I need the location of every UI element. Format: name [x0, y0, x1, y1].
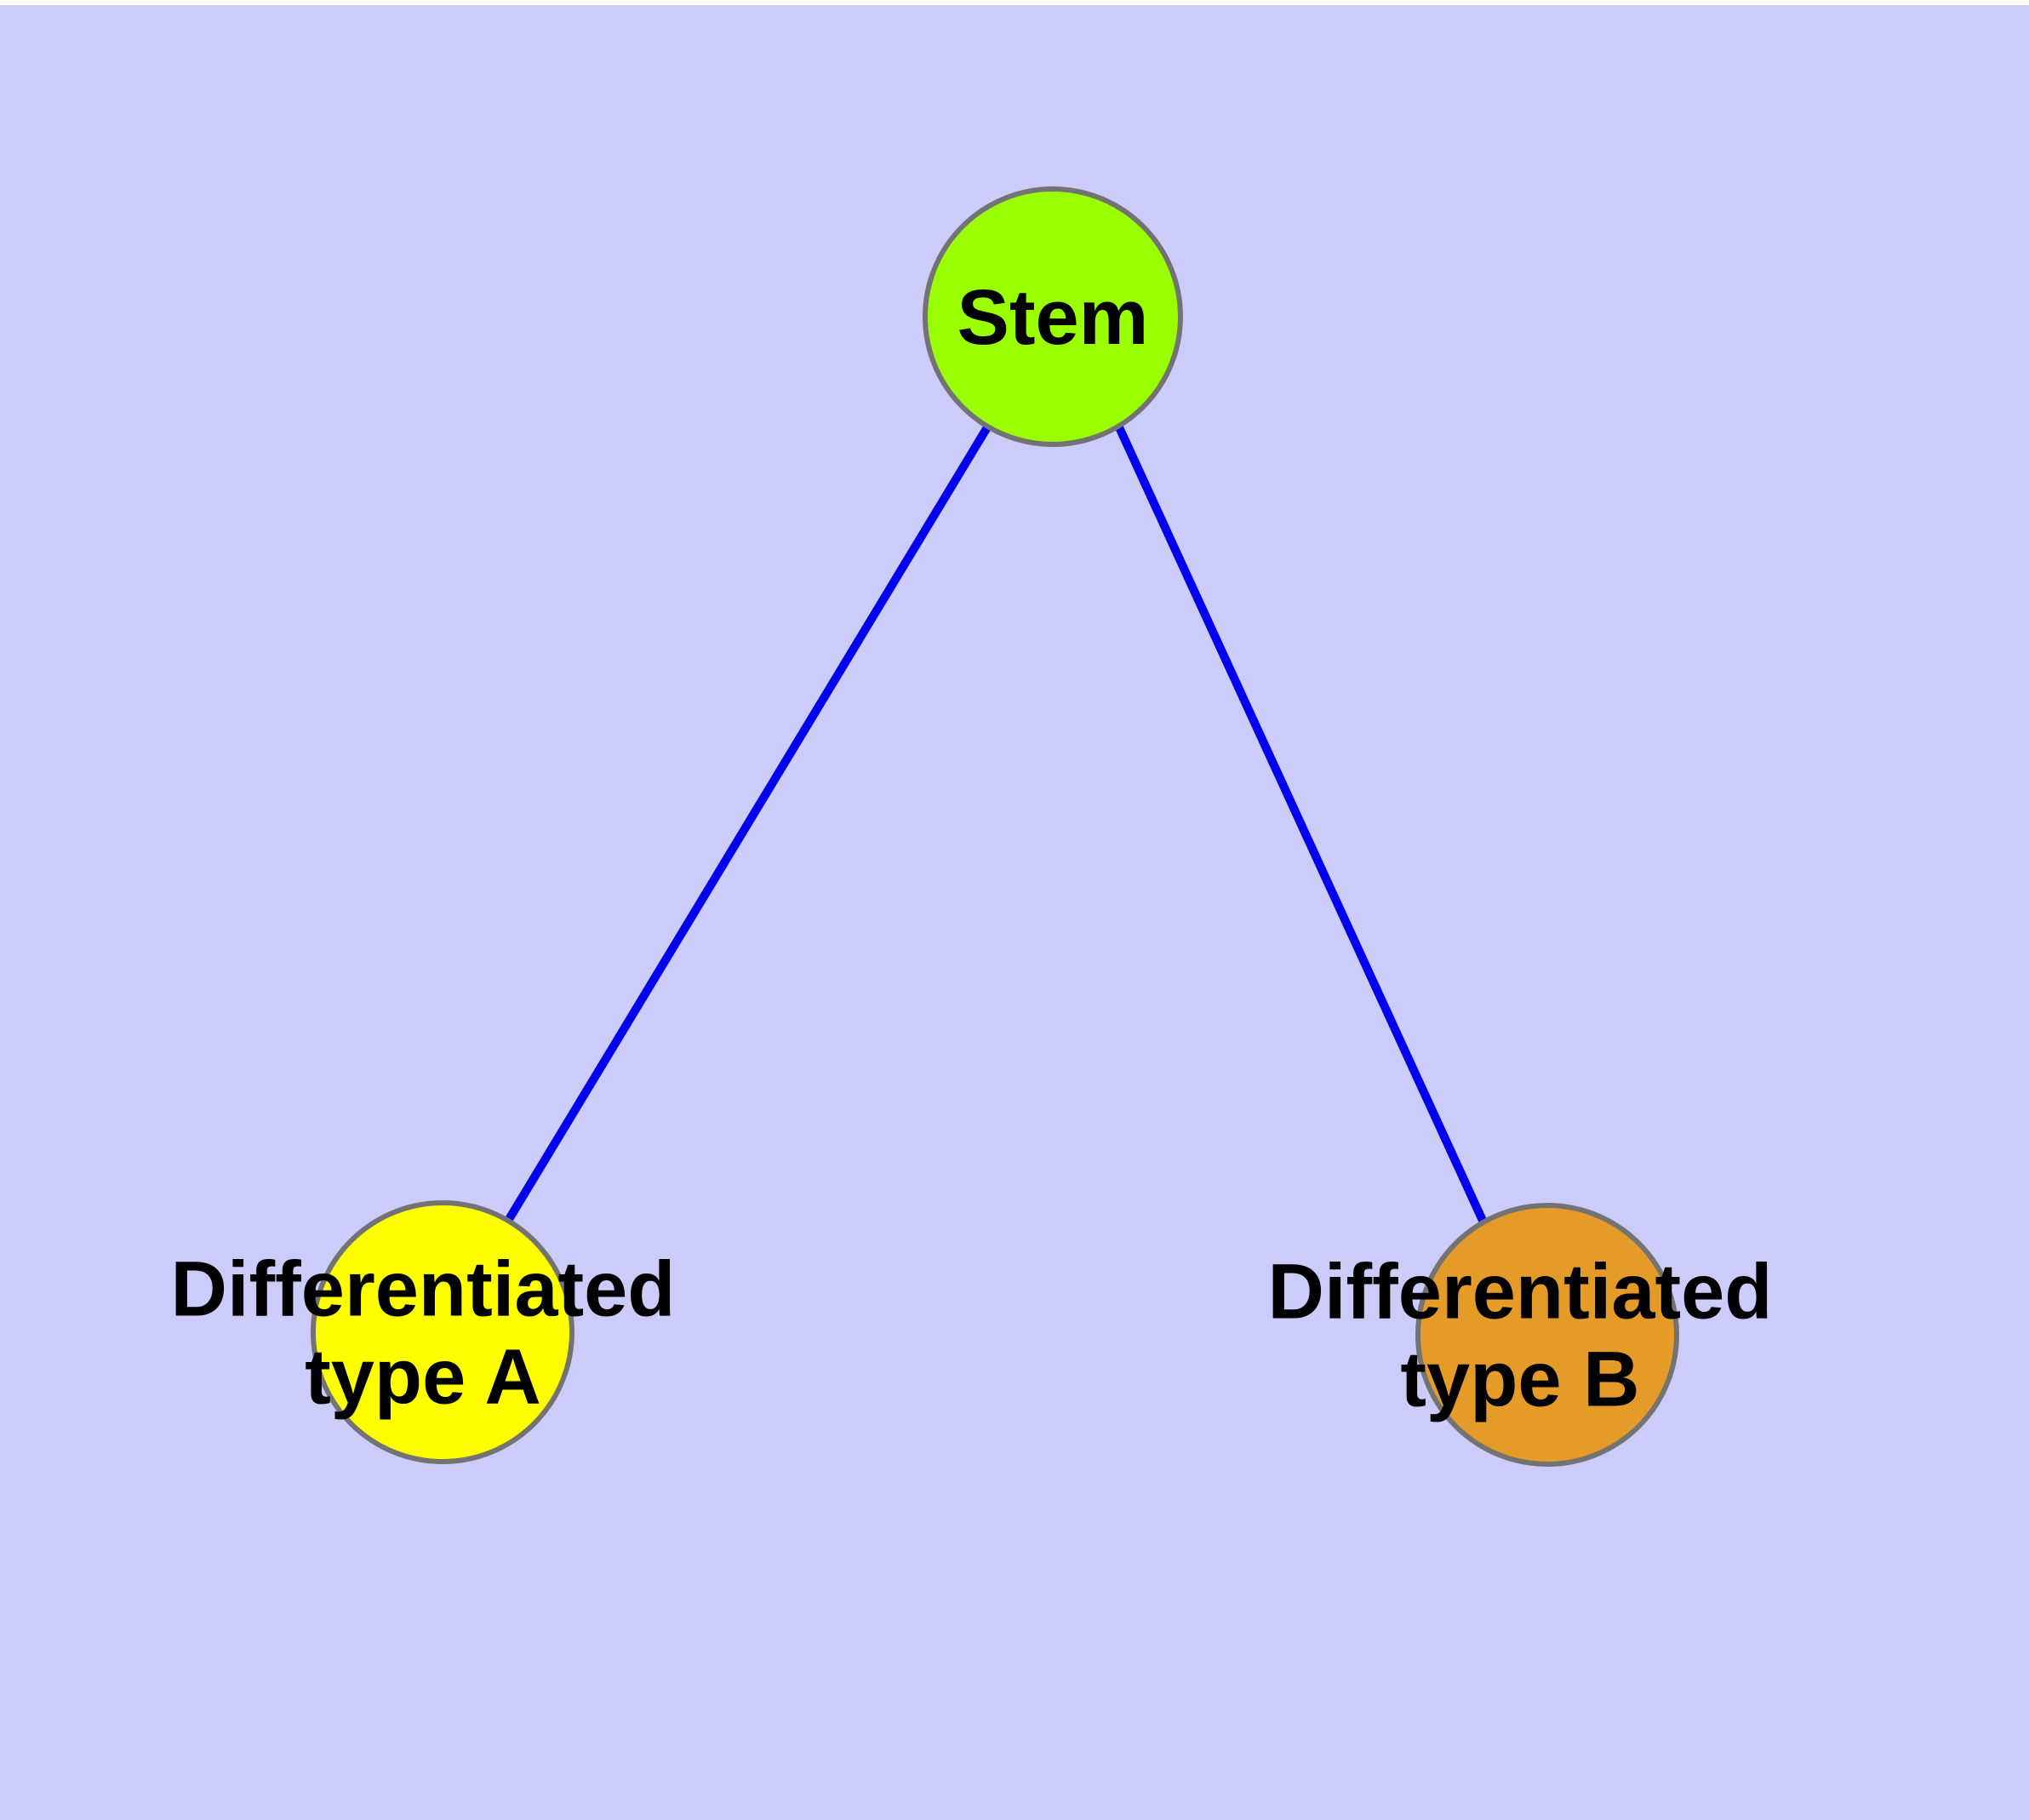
- node-label-line: type B: [1400, 1336, 1639, 1423]
- node-label-line: type A: [305, 1334, 541, 1421]
- node-label-line: Differentiated: [171, 1246, 676, 1333]
- edges-group: [504, 425, 1489, 1227]
- node-label-line: Stem: [957, 274, 1149, 361]
- edge-stem-to-differentiated-type-b[interactable]: [1115, 425, 1489, 1227]
- node-label-line: Differentiated: [1268, 1249, 1773, 1336]
- edge-stem-to-differentiated-type-a[interactable]: [504, 425, 992, 1223]
- nodes-group: [311, 186, 1679, 1467]
- node-label-stem: Stem: [957, 274, 1149, 361]
- node-differentiated-type-b[interactable]: [1415, 1203, 1679, 1467]
- node-differentiated-type-a[interactable]: [311, 1200, 574, 1464]
- node-stem[interactable]: [923, 186, 1183, 447]
